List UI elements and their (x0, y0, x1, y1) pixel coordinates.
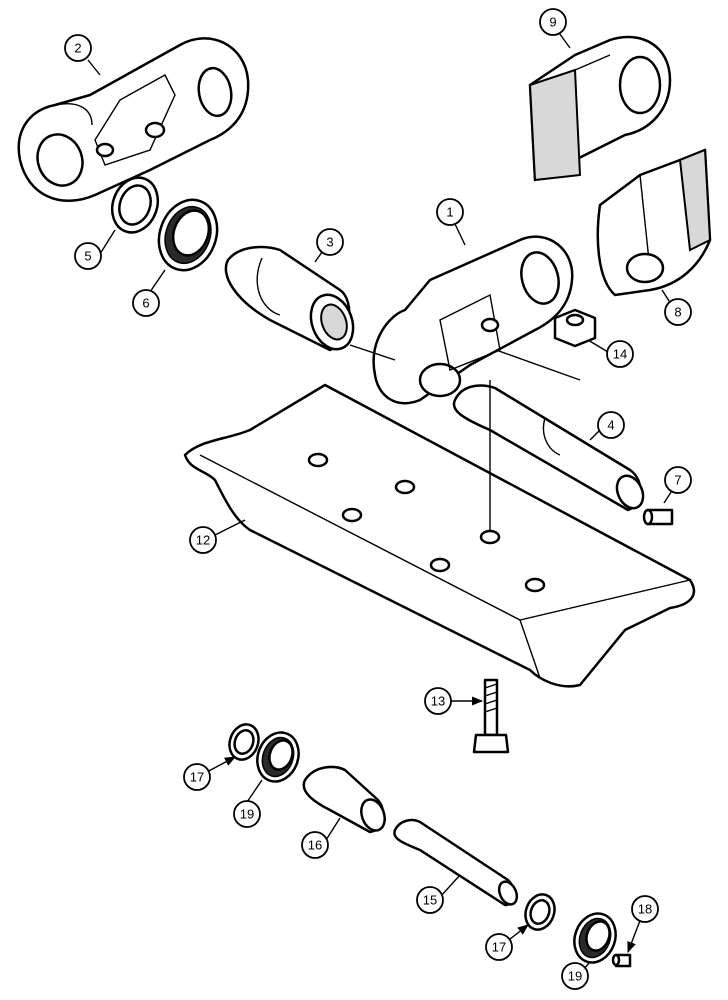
svg-text:17: 17 (190, 770, 204, 785)
svg-text:12: 12 (196, 533, 210, 548)
callout-8: 8 (664, 298, 692, 326)
svg-text:2: 2 (74, 41, 81, 56)
pin-4 (452, 384, 645, 512)
svg-text:6: 6 (142, 296, 149, 311)
pin-15 (393, 818, 519, 907)
svg-text:16: 16 (308, 838, 322, 853)
svg-text:14: 14 (613, 347, 627, 362)
callout-19-lower: 19 (561, 962, 589, 990)
ring-17-lower (524, 893, 556, 931)
callout-18: 18 (631, 895, 659, 923)
bushing-16 (302, 765, 386, 834)
callout-12: 12 (189, 526, 217, 554)
callout-17-lower: 17 (485, 933, 513, 961)
callout-13: 13 (424, 687, 452, 715)
track-link-center (372, 235, 574, 405)
callout-16: 16 (301, 831, 329, 859)
callout-9: 9 (539, 8, 567, 36)
svg-text:9: 9 (549, 15, 556, 30)
callout-6: 6 (132, 289, 160, 317)
link-half-upper-right (528, 35, 672, 182)
callout-15: 15 (416, 886, 444, 914)
callout-3: 3 (316, 228, 344, 256)
plug-7 (642, 508, 674, 526)
bolt-13 (472, 678, 510, 754)
seal-ring-5 (110, 176, 160, 234)
svg-text:13: 13 (431, 694, 445, 709)
callout-7: 7 (664, 466, 692, 494)
seal-19-upper (256, 731, 300, 783)
callout-17-upper: 17 (183, 763, 211, 791)
callout-19-upper: 19 (233, 800, 261, 828)
svg-text:19: 19 (240, 807, 254, 822)
plug-18 (611, 953, 632, 968)
seal-6 (157, 198, 219, 272)
svg-text:3: 3 (326, 235, 333, 250)
callout-4: 4 (597, 411, 625, 439)
track-link-left (17, 37, 250, 203)
seal-19-lower (573, 912, 617, 964)
svg-text:15: 15 (423, 893, 437, 908)
callout-5: 5 (74, 242, 102, 270)
nut-14 (553, 308, 597, 348)
link-half-right (596, 148, 712, 297)
track-shoe-12 (183, 383, 696, 688)
svg-text:19: 19 (568, 969, 582, 984)
callout-1: 1 (436, 198, 464, 226)
svg-text:17: 17 (492, 940, 506, 955)
bushing-3 (224, 245, 355, 352)
svg-text:5: 5 (84, 249, 91, 264)
ring-17-upper (228, 723, 260, 761)
callout-2: 2 (64, 34, 92, 62)
svg-text:8: 8 (674, 305, 681, 320)
svg-text:7: 7 (674, 473, 681, 488)
leader-lines (87, 29, 676, 971)
svg-text:4: 4 (607, 418, 614, 433)
svg-text:18: 18 (638, 902, 652, 917)
svg-text:1: 1 (446, 205, 453, 220)
callout-14: 14 (606, 340, 634, 368)
